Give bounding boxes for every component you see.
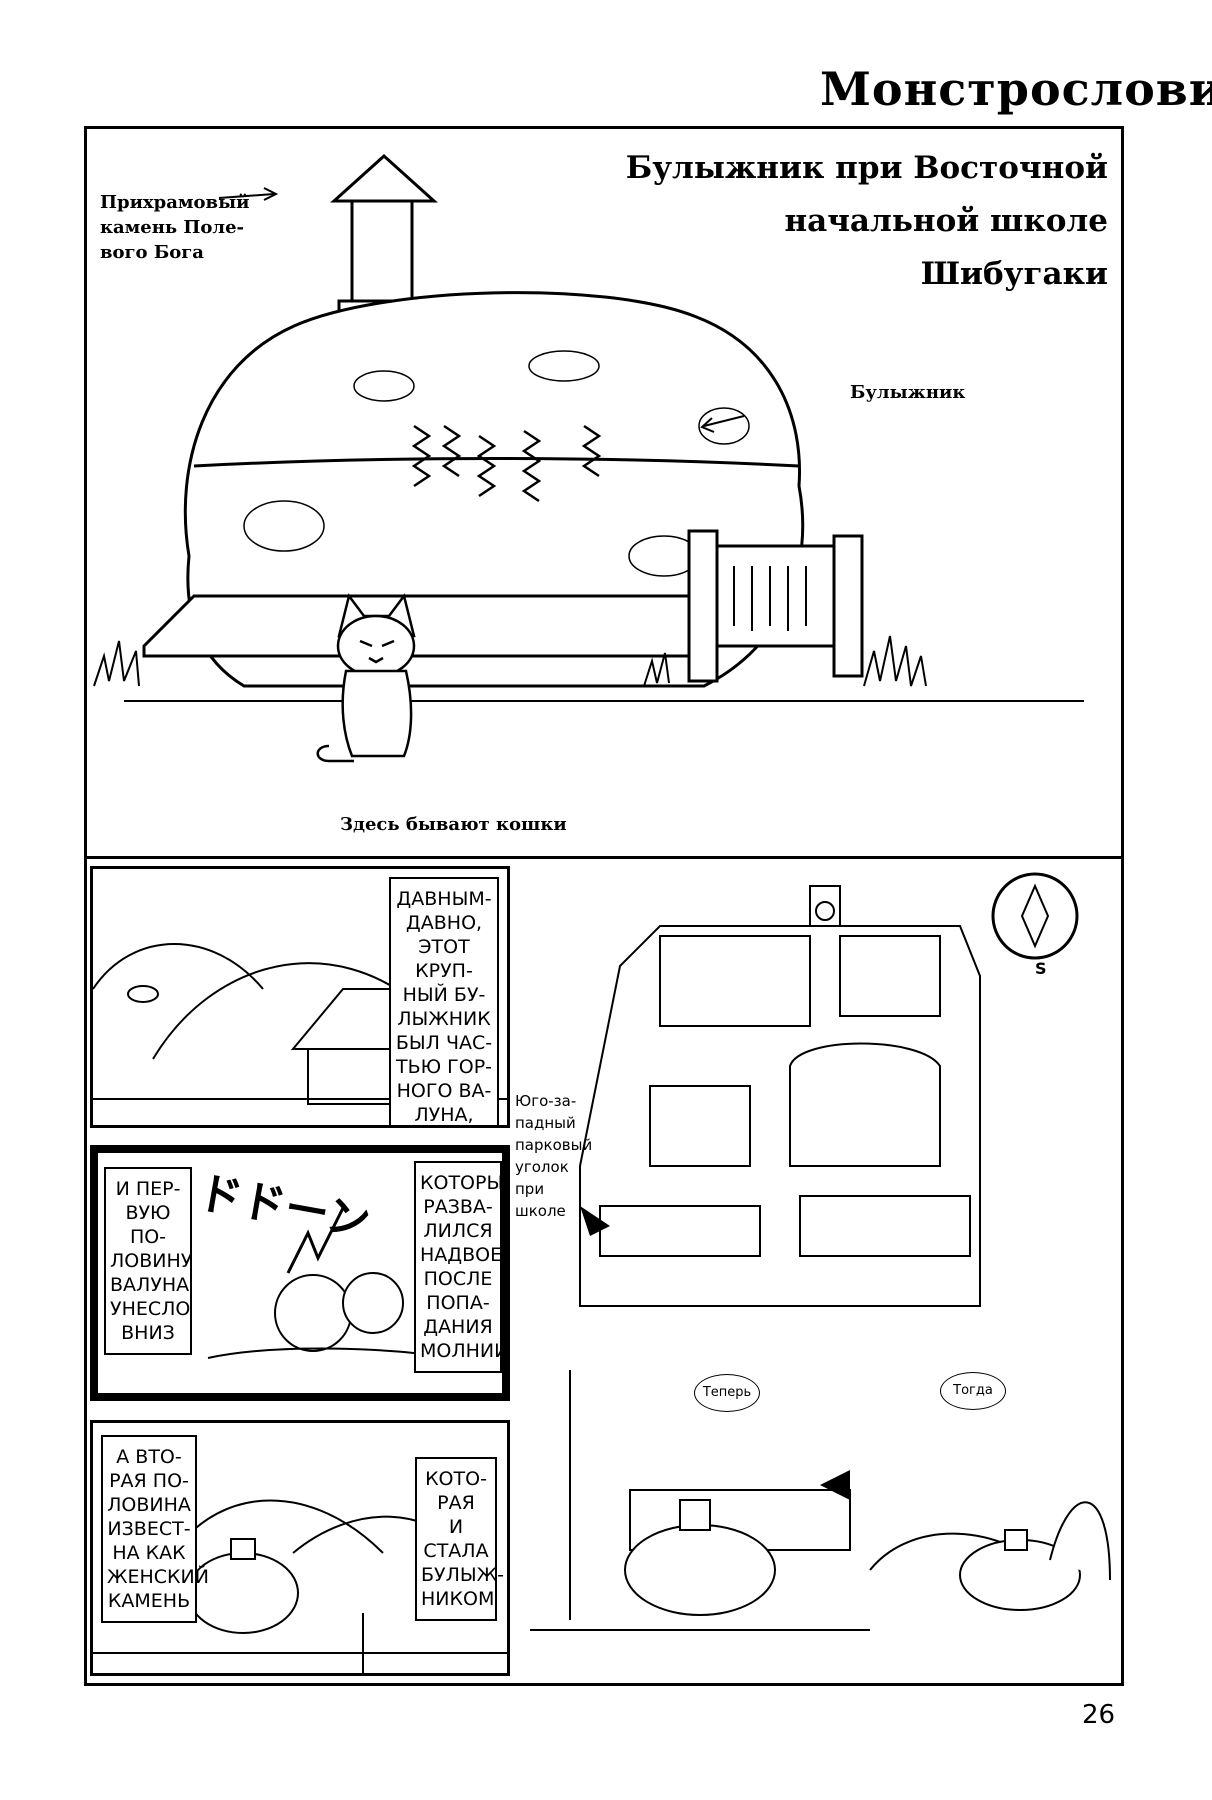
shrine-label-line: Прихрамовый	[100, 192, 250, 213]
park-label-line: школе	[515, 1202, 566, 1220]
now-then-comparison	[530, 1370, 1111, 1631]
caption-line: ДАВНЫМ-	[396, 888, 492, 910]
caption-line: ВАЛУНА	[110, 1274, 190, 1296]
park-label-line: уголок при	[515, 1158, 569, 1198]
park-label-line: парковый	[515, 1136, 593, 1154]
compass-icon	[991, 872, 1079, 960]
caption-history-1: ДАВНЫМ- ДАВНО, ЭТОТ КРУП- НЫЙ БУ- ЛЫЖНИК…	[389, 877, 499, 1126]
caption-line: ЛОВИНА	[107, 1494, 191, 1516]
page-frame	[84, 126, 1124, 1686]
caption-line: КОТО-	[425, 1468, 487, 1490]
caption-line: И ПЕР-	[115, 1178, 181, 1200]
caption-line: А ВТО-	[116, 1446, 182, 1468]
compass-letter: S	[1035, 959, 1047, 978]
shrine-label-line: камень Поле-	[100, 217, 245, 238]
caption-line: ДАНИЯ	[423, 1316, 493, 1338]
grass-drawing	[93, 635, 927, 687]
caption-line: РАЯ ПО-	[109, 1470, 189, 1492]
school-map-illustration	[579, 872, 1079, 1307]
caption-line: ЛУНА,	[414, 1104, 474, 1126]
caption-line: И	[448, 1516, 464, 1538]
caption-line: ЛЫЖНИК	[397, 1008, 491, 1030]
caption-line: ИЗВЕСТ-	[107, 1518, 191, 1540]
caption-line: БУЛЫЖ-	[421, 1564, 504, 1586]
cats-label: Здесь бывают кошки	[340, 814, 567, 835]
caption-line: ПОСЛЕ	[423, 1268, 493, 1290]
caption-line: ДАВНО,	[405, 912, 483, 934]
history-panel-3: А ВТО- РАЯ ПО- ЛОВИНА ИЗВЕСТ- НА КАК ЖЕН…	[90, 1420, 510, 1676]
subtitle-line-2: начальной школе	[784, 203, 1108, 239]
caption-line: МОЛНИИ	[420, 1340, 509, 1362]
caption-line: ЖЕНСКИЙ	[107, 1566, 209, 1588]
caption-line: ПОПА-	[426, 1292, 490, 1314]
park-label-line: Юго-за-	[515, 1092, 577, 1110]
caption-line: НА КАК	[112, 1542, 186, 1564]
lightning-strike-illustration	[207, 1207, 449, 1359]
caption-line: ВНИЗ	[121, 1322, 175, 1344]
caption-line: ТЬЮ ГОР-	[395, 1056, 493, 1078]
page-header-title: Монстрословие	[820, 62, 1212, 116]
caption-line: СТАЛА	[423, 1540, 489, 1562]
caption-history-3-left: А ВТО- РАЯ ПО- ЛОВИНА ИЗВЕСТ- НА КАК ЖЕН…	[101, 1435, 209, 1623]
subtitle-line-1: Булыжник при Восточной	[625, 150, 1108, 186]
label-arrows	[218, 187, 745, 433]
caption-line: РАЗВА-	[423, 1196, 493, 1218]
caption-line: КАМЕНЬ	[107, 1590, 191, 1612]
caption-line: ЭТОТ КРУП-	[415, 936, 473, 982]
park-corner-label: Юго-за- падный парковый уголок при школе	[515, 1090, 595, 1222]
caption-line: УНЕСЛО	[110, 1298, 191, 1320]
caption-line: НЫЙ БУ-	[402, 984, 486, 1006]
caption-line: НАДВОЕ	[420, 1244, 503, 1266]
boulder-label: Булыжник	[850, 382, 966, 403]
caption-line: БЫЛ ЧАС-	[395, 1032, 493, 1054]
caption-line: ЛИЛСЯ	[423, 1220, 493, 1242]
caption-history-3-right: КОТО- РАЯ И СТАЛА БУЛЫЖ- НИКОМ	[415, 1457, 504, 1621]
caption-line: НИКОМ	[421, 1588, 495, 1610]
panel-divider	[84, 856, 1124, 859]
caption-history-2-right: КОТОРЫЙ РАЗВА- ЛИЛСЯ НАДВОЕ ПОСЛЕ ПОПА- …	[414, 1161, 502, 1373]
caption-line: РАЯ	[437, 1492, 475, 1514]
park-label-line: падный	[515, 1114, 576, 1132]
caption-line: ЛОВИНУ	[110, 1250, 193, 1272]
boulder-illustration	[93, 153, 1084, 763]
cat-drawing	[316, 593, 416, 763]
then-label-bubble: Тогда	[940, 1372, 1006, 1410]
shrine-stone-label: Прихрамовый камень Поле- вого Бога	[100, 190, 249, 265]
shrine-label-line: вого Бога	[100, 242, 204, 263]
page-number: 26	[1082, 1700, 1116, 1730]
boulder-shape	[183, 291, 805, 688]
info-sign	[687, 529, 864, 683]
now-label-bubble: Теперь	[694, 1374, 760, 1412]
history-panel-2: ドドーン И ПЕР- ВУЮ ПО- ЛОВИНУ ВАЛУНА УНЕСЛО…	[90, 1145, 510, 1401]
caption-line: НОГО ВА-	[396, 1080, 492, 1102]
caption-line: ВУЮ ПО-	[125, 1202, 171, 1248]
caption-line: КОТОРЫЙ	[420, 1172, 510, 1194]
boulder-carving	[411, 424, 602, 503]
caption-history-2-left: И ПЕР- ВУЮ ПО- ЛОВИНУ ВАЛУНА УНЕСЛО ВНИЗ	[104, 1167, 192, 1355]
article-subtitle: Булыжник при Восточной начальной школе Ш…	[626, 142, 1108, 301]
subtitle-line-3: Шибугаки	[920, 256, 1108, 292]
history-panel-1: ДАВНЫМ- ДАВНО, ЭТОТ КРУП- НЫЙ БУ- ЛЫЖНИК…	[90, 866, 510, 1128]
